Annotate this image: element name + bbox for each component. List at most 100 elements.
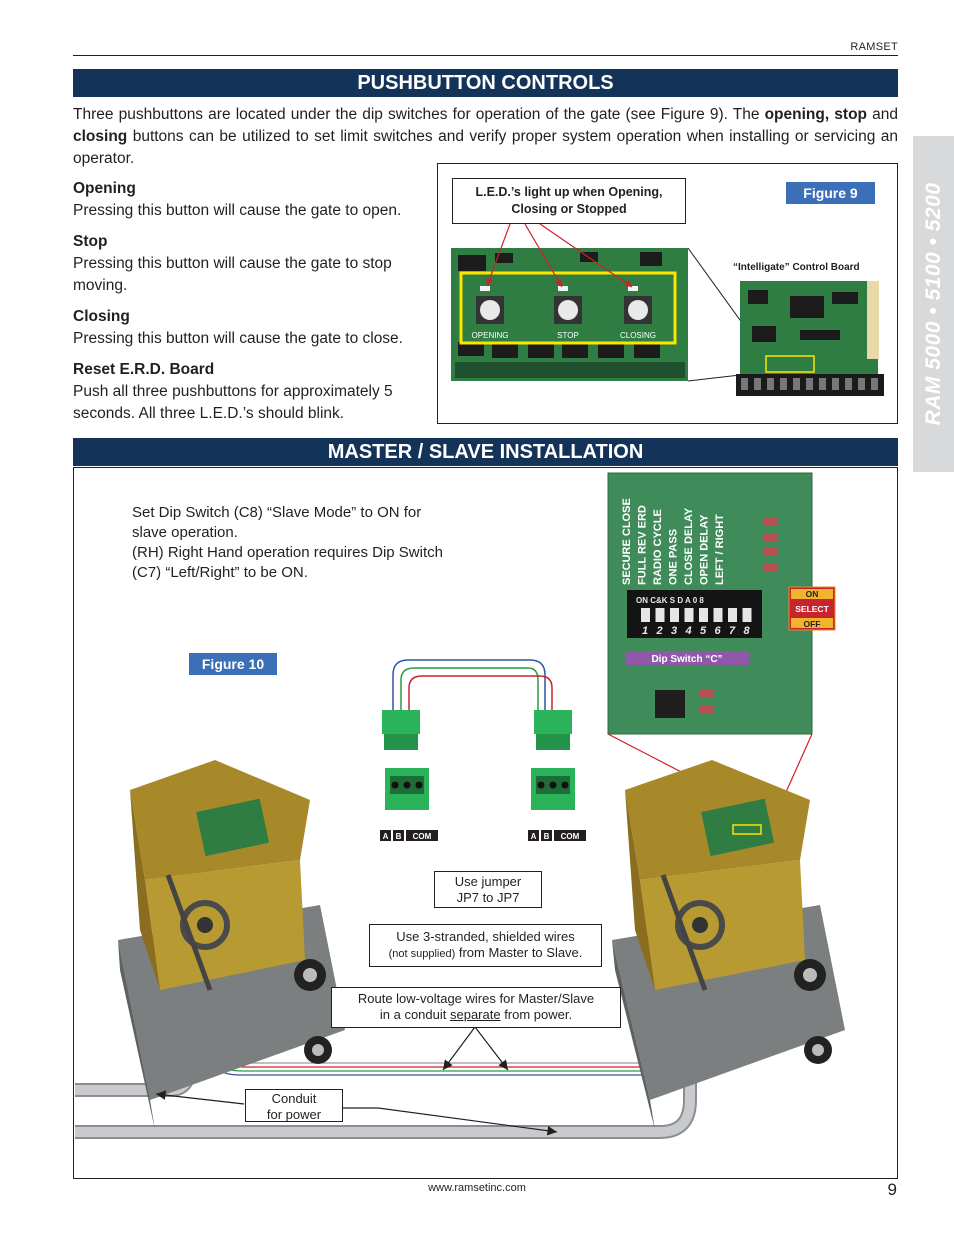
dip-switch-toggle: [742, 608, 752, 622]
item-text: Pressing this button will cause the gate…: [73, 202, 402, 219]
button-label-opening: OPENING: [472, 331, 509, 340]
terminal-plug-left: [382, 710, 429, 810]
dip-label: ONE PASS: [668, 529, 680, 585]
text-line: (C7) “Left/Right” to be ON.: [132, 564, 308, 581]
figure10-label: Figure 10: [189, 653, 277, 675]
dip-number: 3: [671, 625, 677, 637]
master-slave-frame: [73, 467, 898, 1179]
terminal-com: COM: [413, 832, 432, 841]
header-rule: [73, 55, 898, 56]
callout-line: Closing or Stopped: [511, 202, 627, 216]
figure9-frame: [437, 163, 898, 424]
route-callout: Route low-voltage wires for Master/Slave…: [331, 987, 621, 1028]
text-line: Set Dip Switch (C8) “Slave Mode” to ON f…: [132, 504, 422, 521]
led-callout: L.E.D.’s light up when Opening, Closing …: [452, 178, 686, 224]
led-dots: [480, 286, 638, 291]
wires-callout: Use 3-stranded, shielded wires (not supp…: [369, 924, 602, 967]
text-line: (RH) Right Hand operation requires Dip S…: [132, 544, 443, 561]
callout-line: Conduit: [271, 1091, 317, 1106]
dip-number: 6: [715, 625, 722, 637]
header-brand: RAMSET: [850, 41, 898, 53]
dip-number: 8: [744, 625, 751, 637]
button-label-closing: CLOSING: [620, 331, 656, 340]
led-arrows: [486, 223, 633, 288]
dip-label: LEFT / RIGHT: [714, 514, 726, 585]
dip-switches: [641, 608, 752, 622]
dip-switch-toggle: [699, 608, 708, 622]
terminal-com: COM: [561, 832, 580, 841]
terminal-labels: A B COM A B COM: [380, 830, 586, 841]
item-heading: Stop: [73, 233, 108, 250]
pushbutton-intro: Three pushbuttons are located under the …: [73, 106, 898, 167]
callout-line: in a conduit separate from power.: [379, 1007, 573, 1022]
item-reset: Reset E.R.D. Board Push all three pushbu…: [73, 359, 418, 425]
select-mid: SELECT: [795, 604, 829, 614]
button-labels: OPENING STOP CLOSING: [472, 331, 656, 340]
item-text: Push all three pushbuttons for approxima…: [73, 383, 393, 422]
dip-label: OPEN DELAY: [699, 514, 711, 585]
dip-label: SECURE CLOSE: [621, 498, 633, 585]
dip-number: 1: [642, 625, 648, 637]
board-caption: “Intelligate” Control Board: [733, 262, 860, 273]
dip-number: 4: [685, 625, 692, 637]
item-opening: Opening Pressing this button will cause …: [73, 178, 435, 222]
item-closing: Closing Pressing this button will cause …: [73, 306, 435, 350]
pushbutton-section-title: PUSHBUTTON CONTROLS: [73, 69, 898, 97]
item-heading: Opening: [73, 180, 136, 197]
callout-line: Use 3-stranded, shielded wires: [396, 929, 575, 944]
dip-caption: Dip Switch “C”: [651, 654, 722, 665]
item-heading: Reset E.R.D. Board: [73, 361, 215, 378]
dip-label: RADIO CYCLE: [652, 509, 664, 585]
pushbutton-items: Opening Pressing this button will cause …: [73, 178, 435, 434]
callout-line: (not supplied) from Master to Slave.: [388, 945, 583, 960]
item-text: Pressing this button will cause the gate…: [73, 255, 392, 294]
master-slave-text: Set Dip Switch (C8) “Slave Mode” to ON f…: [132, 503, 484, 583]
callout-arrows: [155, 1026, 558, 1136]
dip-switch-toggle: [713, 608, 723, 622]
dip-switch-toggle: [728, 608, 737, 622]
button-label-stop: STOP: [557, 331, 579, 340]
callout-line: JP7 to JP7: [456, 890, 520, 905]
dip-switch-toggle: [655, 608, 665, 622]
dip-switch-toggle: [641, 608, 650, 622]
select-badge: ON SELECT OFF: [788, 586, 836, 631]
jumper-callout: Use jumper JP7 to JP7: [434, 871, 542, 908]
terminal-b: B: [396, 832, 402, 841]
callout-line: Use jumper: [454, 874, 522, 889]
interconnect-wires: [392, 659, 553, 712]
master-slave-section-title: MASTER / SLAVE INSTALLATION: [73, 438, 898, 466]
item-text: Pressing this button will cause the gate…: [73, 330, 403, 347]
callout-line: L.E.D.’s light up when Opening,: [475, 185, 663, 199]
dip-number: 7: [729, 625, 736, 637]
small-control-board: [736, 281, 884, 396]
footer-url[interactable]: www.ramsetinc.com: [428, 1182, 526, 1194]
page-number: 9: [887, 1180, 897, 1199]
terminal-a: A: [531, 832, 537, 841]
callout-line: Route low-voltage wires for Master/Slave: [357, 991, 595, 1006]
item-heading: Closing: [73, 308, 130, 325]
callout-line: for power: [266, 1107, 322, 1122]
operator-master: [118, 760, 345, 1130]
operator-slave: [612, 760, 845, 1130]
conduit-callout: Conduit for power: [245, 1089, 343, 1122]
dip-label: CLOSE DELAY: [683, 507, 695, 585]
dip-header: ON C&K S D A 0 8: [636, 596, 704, 605]
pushbuttons: [476, 296, 652, 324]
text-line: slave operation.: [132, 524, 238, 541]
terminal-a: A: [383, 832, 389, 841]
terminal-b: B: [544, 832, 550, 841]
dip-label: FULL REV ERD: [637, 505, 649, 585]
select-on: ON: [806, 589, 819, 599]
button-highlight: [459, 271, 677, 345]
dip-number: 5: [700, 625, 707, 637]
dip-number: 2: [656, 625, 663, 637]
item-stop: Stop Pressing this button will cause the…: [73, 231, 393, 297]
select-off: OFF: [804, 619, 821, 629]
dip-switch-toggle: [670, 608, 679, 622]
terminal-plug-right: [531, 710, 575, 810]
